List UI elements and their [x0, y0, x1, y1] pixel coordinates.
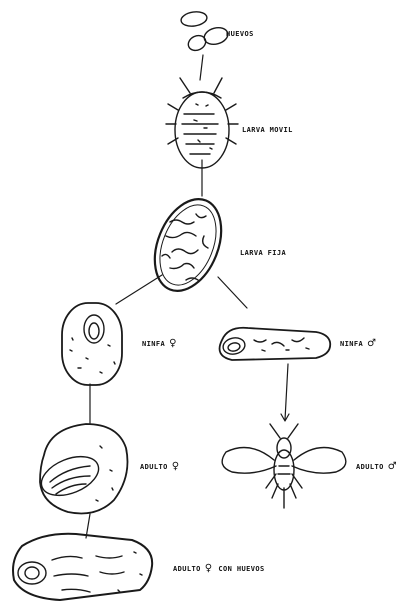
- label-male-nymph: NINFA ♂: [340, 338, 376, 349]
- mobile-larva-illustration: [166, 78, 238, 168]
- label-eggs-text: HUEVOS: [226, 30, 254, 38]
- male-nymph-illustration: [220, 328, 331, 360]
- label-mobile-larva: LARVA MOVIL: [242, 126, 293, 134]
- fixed-larva-illustration: [142, 189, 234, 300]
- female-adult-illustration: [36, 424, 128, 514]
- label-male-nymph-text: NINFA: [340, 340, 363, 348]
- label-female-adult: ADULTO ♀: [140, 461, 179, 472]
- female-symbol-icon: ♀: [205, 563, 213, 574]
- label-fixed-larva-text: LARVA FIJA: [240, 249, 286, 257]
- female-symbol-icon: ♀: [169, 338, 177, 349]
- label-male-adult-text: ADULTO: [356, 463, 384, 471]
- label-female-nymph: NINFA ♀: [142, 338, 177, 349]
- female-nymph-illustration: [62, 303, 122, 385]
- female-adult-with-eggs-illustration: [13, 534, 152, 600]
- label-mobile-larva-text: LARVA MOVIL: [242, 126, 293, 134]
- label-eggs: HUEVOS: [226, 30, 254, 38]
- label-female-adult-with-eggs: ADULTO ♀ CON HUEVOS: [173, 563, 265, 574]
- label-female-adult-text: ADULTO: [140, 463, 168, 471]
- label-female-adult-with-eggs-text: ADULTO: [173, 565, 201, 573]
- male-adult-illustration: [222, 424, 346, 508]
- label-male-adult: ADULTO ♂: [356, 461, 397, 472]
- eggs-illustration: [180, 10, 230, 53]
- female-symbol-icon: ♀: [172, 461, 180, 472]
- male-symbol-icon: ♂: [367, 338, 376, 349]
- label-female-nymph-text: NINFA: [142, 340, 165, 348]
- label-with-eggs-text: CON HUEVOS: [218, 565, 264, 573]
- label-fixed-larva: LARVA FIJA: [240, 249, 286, 257]
- male-symbol-icon: ♂: [388, 461, 397, 472]
